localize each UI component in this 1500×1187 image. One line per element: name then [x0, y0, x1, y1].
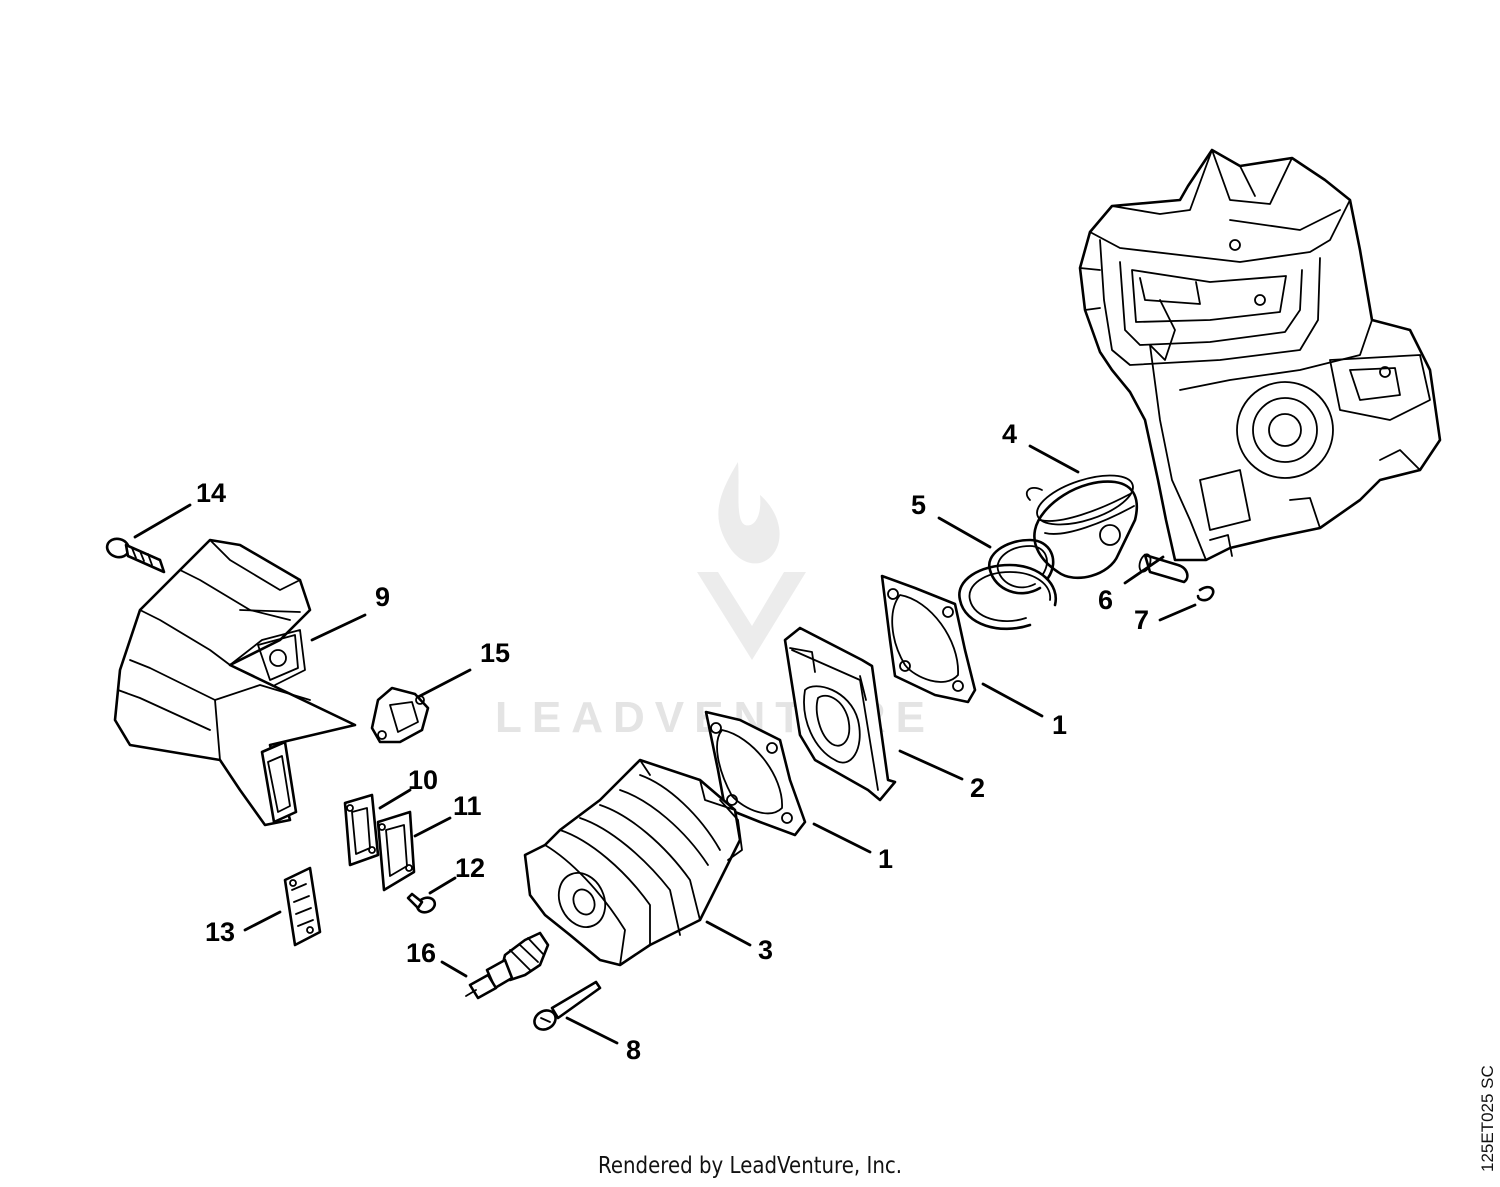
cylinder	[523, 758, 743, 967]
diagram-code: 125ET025 SC	[1478, 1065, 1497, 1172]
callout-12: 12	[455, 853, 486, 883]
cylinder-shroud	[113, 538, 357, 827]
callout-5: 5	[911, 490, 927, 520]
leader-lines	[133, 444, 1197, 1045]
cylinder-flange	[783, 626, 897, 802]
muffler-gasket	[370, 686, 430, 744]
self-tapping-screw	[406, 892, 437, 914]
cylinder-screw	[533, 980, 602, 1031]
callout-3: 3	[758, 935, 774, 965]
rendered-by-footer: Rendered by LeadVenture, Inc.	[597, 1153, 903, 1179]
spark-plug	[465, 931, 550, 1000]
callout-2: 2	[970, 773, 986, 803]
callout-8: 8	[626, 1035, 642, 1065]
crankcase	[1078, 148, 1442, 562]
callout-10: 10	[408, 765, 439, 795]
gasket-10	[343, 793, 380, 867]
callout-14: 14	[196, 478, 227, 508]
diagram-code-container: 125ET025 SC	[1478, 1062, 1498, 1172]
callout-6: 6	[1098, 585, 1114, 615]
callout-1-lower: 1	[878, 844, 894, 874]
callout-7: 7	[1134, 605, 1150, 635]
piston	[1025, 474, 1139, 580]
callout-4: 4	[1002, 419, 1018, 449]
shroud-screw	[105, 537, 166, 574]
cylinder-gasket-upper	[880, 574, 977, 704]
callout-11: 11	[453, 791, 482, 821]
cylinder-gasket-lower	[704, 710, 807, 837]
gasket-11	[376, 810, 416, 892]
piston-rings	[958, 538, 1058, 631]
callout-13: 13	[205, 917, 236, 947]
callout-16: 16	[406, 938, 437, 968]
muffler-plate	[283, 866, 322, 947]
callout-1-upper: 1	[1052, 710, 1068, 740]
callout-15: 15	[480, 638, 511, 668]
callout-9: 9	[375, 582, 391, 612]
